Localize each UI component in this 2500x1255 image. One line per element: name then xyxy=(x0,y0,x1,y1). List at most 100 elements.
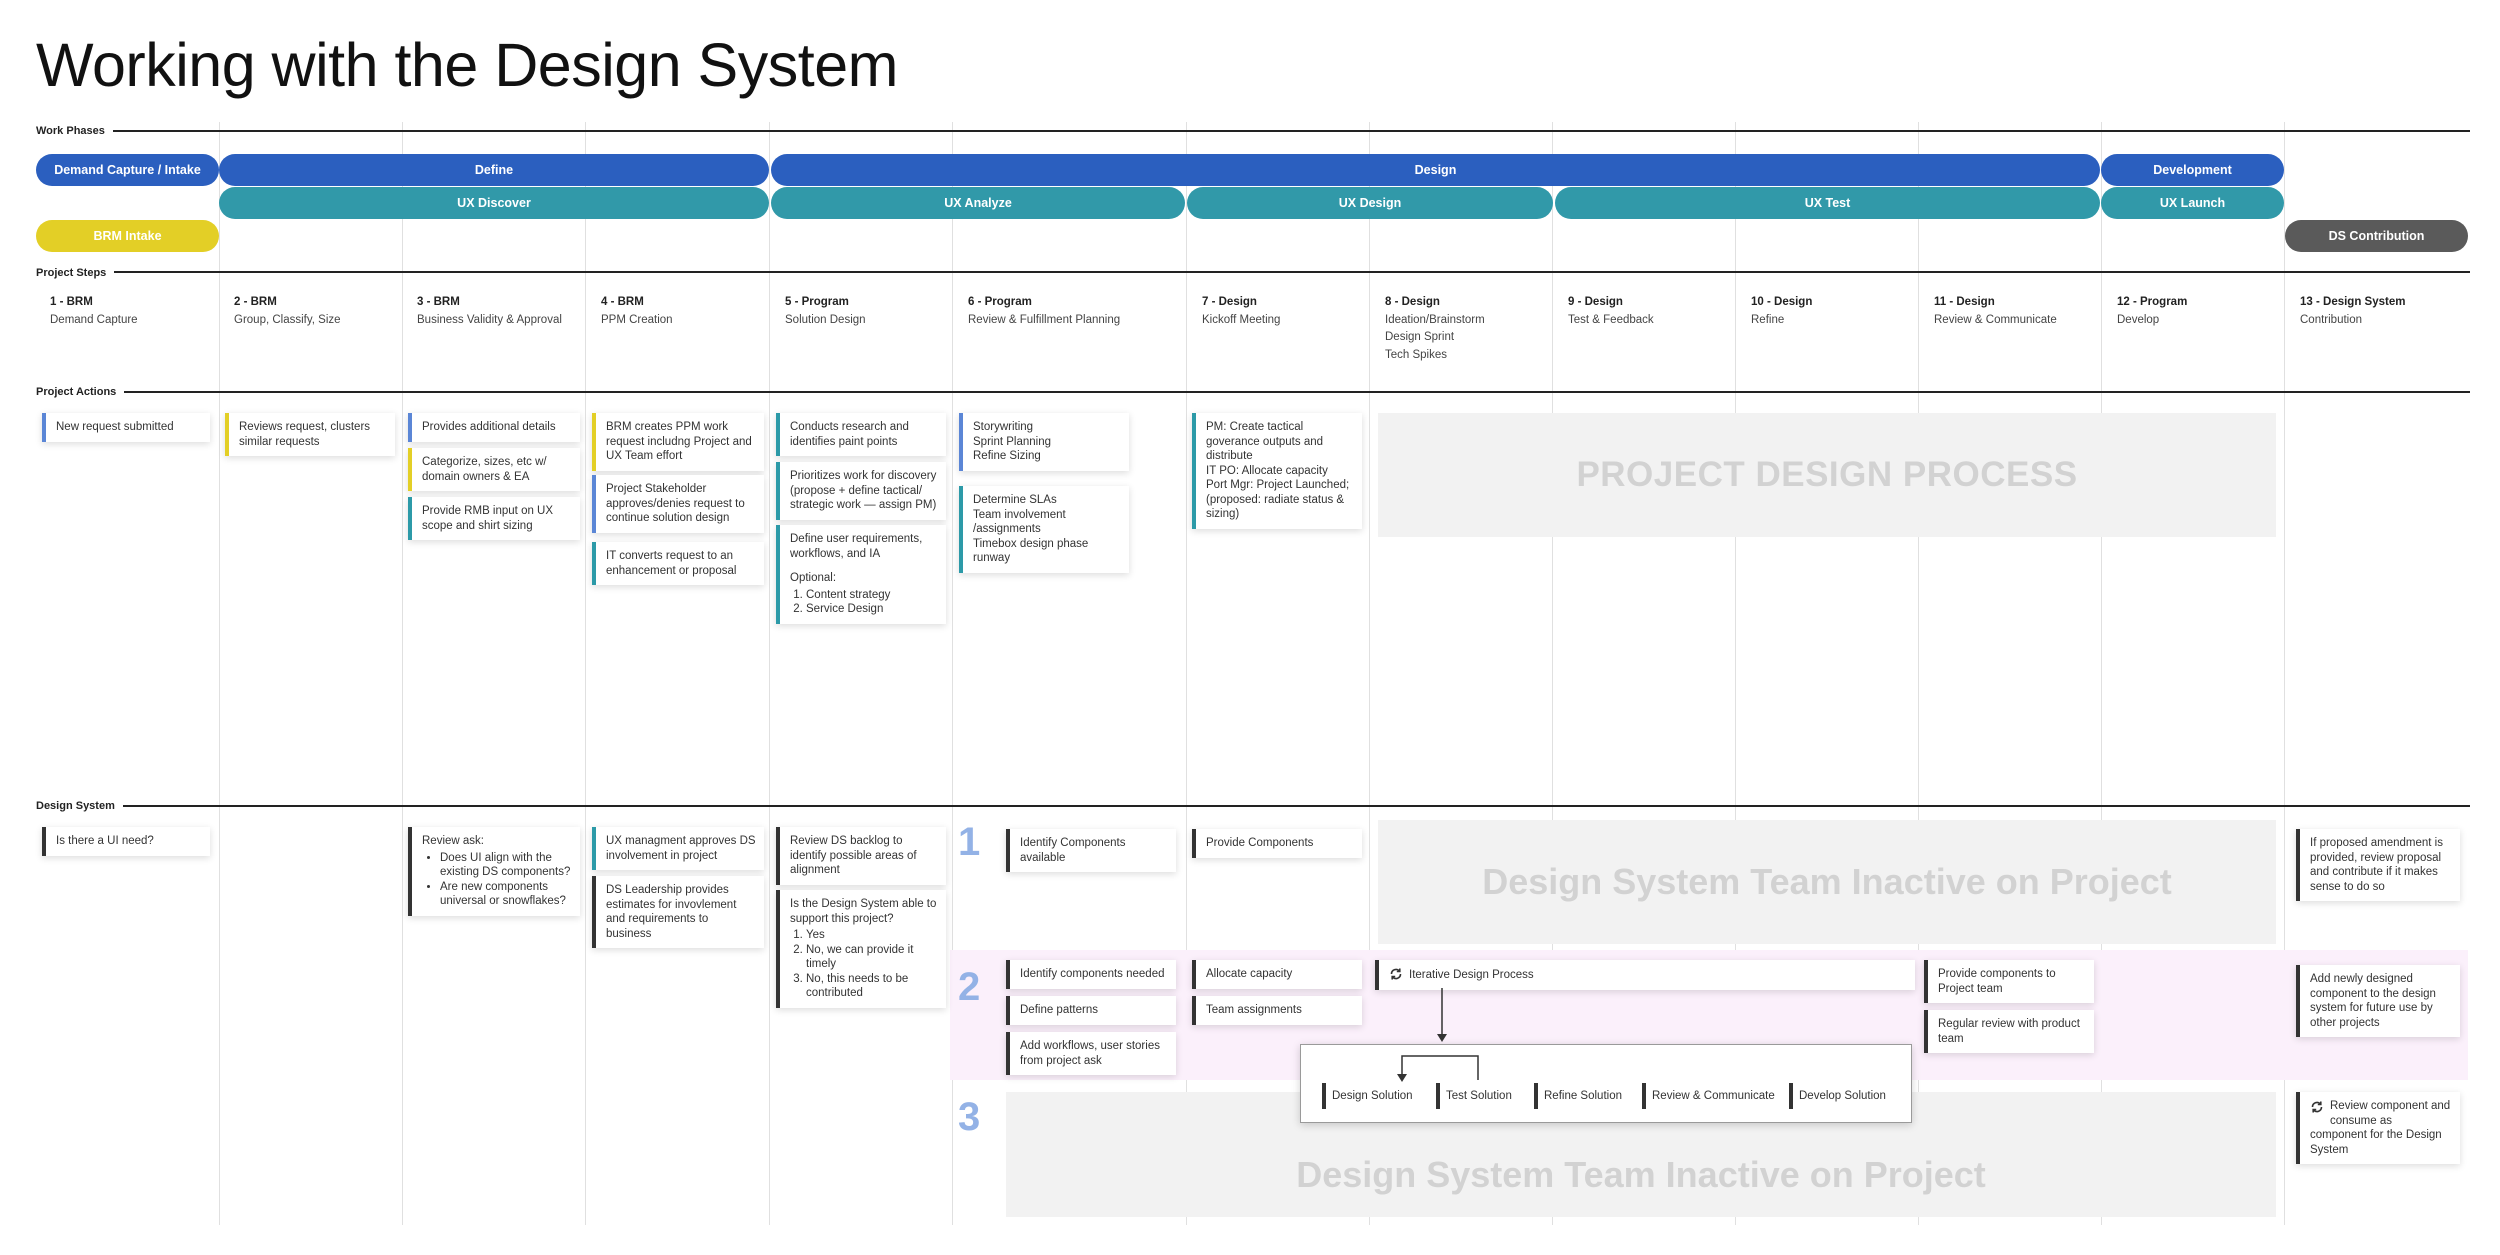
solution-step: Test Solution xyxy=(1436,1083,1512,1109)
column-divider xyxy=(219,122,220,1225)
ds-text: Is the Design System able to support thi… xyxy=(790,898,937,925)
action-card: Conducts research and identifies paint p… xyxy=(776,413,946,456)
ds-card: Regular review with product team xyxy=(1924,1010,2094,1053)
action-text: Sprint Planning xyxy=(973,435,1051,448)
step-description: Develop xyxy=(2117,313,2160,326)
step-description: Review & Communicate xyxy=(1934,313,2057,326)
action-text: Determine SLAs xyxy=(973,494,1057,506)
step-description: Group, Classify, Size xyxy=(234,313,341,326)
action-text: Refine Sizing xyxy=(973,450,1041,462)
section-label-project-actions: Project Actions xyxy=(36,385,125,399)
action-text: Prioritizes work for discovery (propose … xyxy=(790,470,937,511)
action-text: Storywriting xyxy=(973,421,1034,433)
phase-brm-intake: BRM Intake xyxy=(36,220,219,252)
ds-text: Identify components needed xyxy=(1020,968,1165,980)
ds-text: Iterative Design Process xyxy=(1409,969,1534,981)
solution-step: Review & Communicate xyxy=(1642,1083,1775,1109)
ds-card: Add workflows, user stories from project… xyxy=(1006,1032,1176,1075)
phase-design: Design xyxy=(771,154,2100,186)
ds-card: Identify Components available xyxy=(1006,829,1176,872)
solution-step: Develop Solution xyxy=(1789,1083,1886,1109)
phase-development: Development xyxy=(2101,154,2284,186)
optional-item: Service Design xyxy=(806,602,938,617)
action-card: BRM creates PPM work request includng Pr… xyxy=(592,413,764,471)
action-text: BRM creates PPM work request includng Pr… xyxy=(606,421,752,462)
ds-text: Allocate capacity xyxy=(1206,968,1293,980)
phase-ds-contribution: DS Contribution xyxy=(2285,220,2468,252)
project-step-4: 4 - BRM PPM Creation xyxy=(601,294,771,329)
flow-arrows xyxy=(1397,988,1479,1082)
action-card: IT converts request to an enhancement or… xyxy=(592,542,764,585)
phase-ux-analyze: UX Analyze xyxy=(771,187,1185,219)
ds-text: Review DS backlog to identify possible a… xyxy=(790,835,917,876)
ds-card: Allocate capacity xyxy=(1192,960,1362,989)
action-text: Conducts research and identifies paint p… xyxy=(790,421,909,448)
step-number: 1 - BRM xyxy=(50,296,93,308)
action-card: Prioritizes work for discovery (propose … xyxy=(776,462,946,520)
ds-text: Provide Components xyxy=(1206,837,1314,849)
iterative-design-process-card: Iterative Design Process xyxy=(1375,960,1915,990)
column-divider xyxy=(1552,122,1553,1225)
step-number: 6 - Program xyxy=(968,296,1032,308)
ds-card: Review component and consume as componen… xyxy=(2296,1092,2460,1164)
column-divider xyxy=(1369,122,1370,1225)
ds-card: Review ask: Does UI align with the exist… xyxy=(408,827,580,916)
project-design-process-box: PROJECT DESIGN PROCESS xyxy=(1378,413,2276,537)
ds-card: UX managment approves DS involvement in … xyxy=(592,827,764,870)
column-divider xyxy=(2284,122,2285,1225)
phase-ux-test: UX Test xyxy=(1555,187,2100,219)
action-card: Reviews request, clusters similar reques… xyxy=(225,413,395,456)
solution-step: Design Solution xyxy=(1322,1083,1413,1109)
step-number: 5 - Program xyxy=(785,296,849,308)
step-description: PPM Creation xyxy=(601,313,673,326)
action-text: New request submitted xyxy=(56,421,174,433)
step-description: Business Validity & Approval xyxy=(417,313,562,326)
column-divider xyxy=(1186,122,1187,1225)
ds-card: Team assignments xyxy=(1192,996,1362,1025)
ds-text: Review ask: xyxy=(422,835,484,847)
action-text: PM: Create tactical goverance outputs an… xyxy=(1206,421,1324,462)
step-description: Demand Capture xyxy=(50,313,138,326)
ds-card: Identify components needed xyxy=(1006,960,1176,989)
phase-demand-capture: Demand Capture / Intake xyxy=(36,154,219,186)
step-description: Kickoff Meeting xyxy=(1202,313,1281,326)
section-label-work-phases: Work Phases xyxy=(36,124,113,138)
optional-item: Content strategy xyxy=(806,588,938,603)
action-card: Categorize, sizes, etc w/ domain owners … xyxy=(408,448,580,491)
column-divider xyxy=(402,122,403,1225)
ds-text: DS Leadership provides estimates for inv… xyxy=(606,884,737,940)
refresh-icon xyxy=(2310,1100,2324,1114)
action-text: Define user requirements, workflows, and… xyxy=(790,533,923,560)
optional-label: Optional: xyxy=(790,572,837,584)
step-description: Ideation/Brainstorm xyxy=(1385,313,1485,326)
step-number: 8 - Design xyxy=(1385,296,1440,308)
action-text: Provides additional details xyxy=(422,421,556,433)
action-text: Team involvement /assignments xyxy=(973,508,1066,536)
action-text: Provide RMB input on UX scope and shirt … xyxy=(422,505,554,532)
lane-number-1: 1 xyxy=(958,820,981,864)
ds-card: Provide components to Project team xyxy=(1924,960,2094,1003)
step-number: 4 - BRM xyxy=(601,296,644,308)
ds-text: Add newly designed component to the desi… xyxy=(2310,973,2436,1029)
ds-list-item: No, we can provide it timely xyxy=(806,943,938,972)
step-description: Design Sprint xyxy=(1385,331,1455,343)
ds-text: UX managment approves DS involvement in … xyxy=(606,835,756,862)
action-text: Port Mgr: Project Launched; (proposed: r… xyxy=(1206,479,1350,520)
ds-text: Provide components to Project team xyxy=(1938,968,2056,995)
step-number: 11 - Design xyxy=(1934,296,1995,308)
step-description: Test & Feedback xyxy=(1568,313,1654,326)
work-phases-rule xyxy=(106,130,2470,132)
ds-card: Add newly designed component to the desi… xyxy=(2296,965,2460,1037)
column-divider xyxy=(585,122,586,1225)
solution-step: Refine Solution xyxy=(1534,1083,1622,1109)
design-system-rule xyxy=(106,805,2470,807)
lane-number-2: 2 xyxy=(958,965,981,1009)
